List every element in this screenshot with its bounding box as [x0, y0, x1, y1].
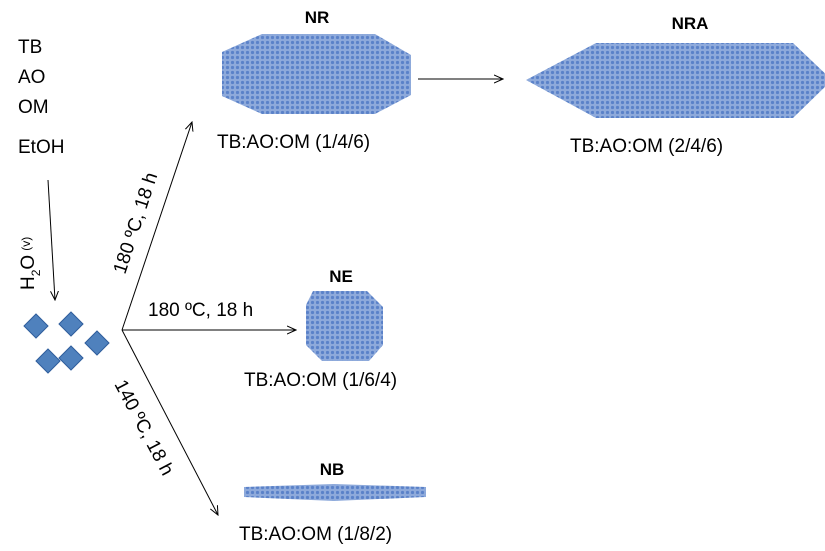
- nr-crystal: [222, 34, 411, 114]
- particle-diamond: [58, 311, 84, 337]
- nr-ratio: TB:AO:OM (1/4/6): [217, 132, 370, 153]
- particle-diamond: [35, 348, 61, 374]
- ne-title: NE: [329, 267, 353, 286]
- water-label: H2O(v): [18, 237, 43, 290]
- condition-down: 140 ºC, 18 h: [110, 376, 178, 479]
- nb-ratio: TB:AO:OM (1/8/2): [239, 524, 392, 545]
- ne-crystal: [306, 291, 383, 361]
- nra-ratio: TB:AO:OM (2/4/6): [570, 136, 723, 157]
- reagent-om: OM: [18, 97, 49, 118]
- condition-up: 180 ºC, 18 h: [110, 170, 162, 277]
- reagent-etoh: EtOH: [18, 137, 64, 158]
- nb-crystal: [244, 484, 426, 501]
- particle-diamond: [58, 345, 84, 371]
- nra-title: NRA: [672, 14, 709, 33]
- ne-ratio: TB:AO:OM (1/6/4): [244, 370, 397, 391]
- precursor-particles: [23, 311, 110, 374]
- nb-title: NB: [320, 460, 345, 479]
- nr-title: NR: [305, 8, 330, 27]
- particle-diamond: [84, 330, 110, 356]
- arrow-to-nr: [121, 122, 192, 331]
- arrow-water-down: [47, 179, 55, 300]
- reagent-tb: TB: [18, 37, 42, 58]
- reagent-list: TB AO OM EtOH: [18, 37, 64, 158]
- particle-diamond: [23, 313, 49, 339]
- arrow-to-nb: [121, 329, 218, 515]
- nra-crystal: [526, 43, 825, 118]
- reagent-ao: AO: [18, 67, 45, 88]
- condition-mid: 180 ºC, 18 h: [148, 300, 253, 321]
